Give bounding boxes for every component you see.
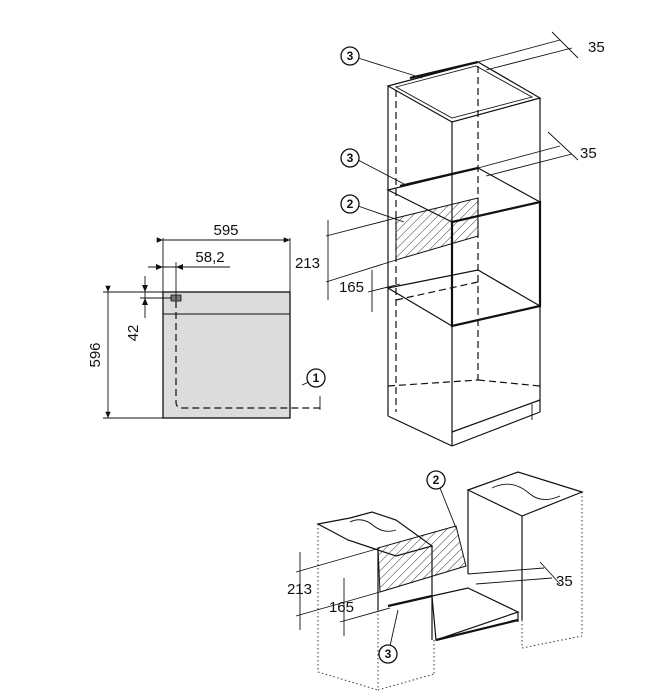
callout-3-mid-circle bbox=[340, 148, 360, 168]
niche-opening-hatch bbox=[395, 197, 479, 261]
base-rear-ext-2 bbox=[475, 577, 553, 585]
lower-shelf bbox=[386, 269, 542, 327]
callout-3-mid-leader bbox=[357, 159, 405, 185]
callout-3-top-circle bbox=[340, 46, 360, 66]
right-worktop bbox=[466, 471, 584, 517]
callout-3-mid-label: 3 bbox=[347, 151, 354, 165]
base-ext bbox=[367, 283, 401, 293]
height-label: 596 bbox=[87, 342, 104, 367]
base-rear-dimension-line bbox=[539, 561, 561, 585]
base-rear-ext-1 bbox=[467, 567, 545, 575]
base-opening-ext-bottom bbox=[295, 591, 381, 617]
top-gap-ext-2 bbox=[485, 47, 573, 71]
left-cabinet-bottom-right bbox=[377, 673, 435, 691]
opening-ext-bottom bbox=[325, 259, 397, 283]
base-label: 165 bbox=[339, 279, 364, 296]
tall-cabinet-top bbox=[386, 61, 542, 123]
base-base-label: 165 bbox=[329, 599, 354, 616]
callout-1-circle bbox=[306, 368, 326, 388]
base-vent-slot bbox=[387, 594, 433, 608]
base-callout-3-leader bbox=[389, 609, 399, 647]
callout-3-top-leader bbox=[357, 57, 423, 79]
base-callout-3-label: 3 bbox=[385, 647, 392, 661]
callout-3-top-label: 3 bbox=[347, 49, 354, 63]
lower-shelf-hidden bbox=[395, 281, 479, 301]
callout-2-circle bbox=[340, 194, 360, 214]
opening-ext-top bbox=[325, 217, 397, 237]
base-cabinets: 213 165 35 2 3 bbox=[287, 470, 584, 691]
callout-2-leader bbox=[357, 205, 405, 223]
tall-hidden-bottom-right bbox=[477, 379, 541, 387]
tall-bottom-right bbox=[451, 411, 541, 447]
inset-label: 42 bbox=[125, 325, 142, 342]
base-niche-hatch bbox=[377, 525, 467, 593]
tall-cabinet-top-inner bbox=[394, 65, 534, 119]
top-gap-label: 35 bbox=[588, 39, 605, 56]
oven-front-view: 595 58,2 596 42 1 bbox=[87, 222, 326, 419]
inset-arrow-top bbox=[142, 285, 148, 292]
top-gap-ext-1 bbox=[477, 39, 561, 63]
base-callout-2-circle bbox=[426, 470, 446, 490]
base-callout-2-leader bbox=[439, 487, 457, 529]
base-base-ext bbox=[339, 607, 391, 623]
shelf-gap-ext-1 bbox=[477, 145, 561, 169]
base-opening-ext-top bbox=[295, 547, 381, 573]
offset-arrow-left bbox=[156, 264, 163, 270]
opening-label: 213 bbox=[295, 255, 320, 272]
offset-label: 58,2 bbox=[195, 249, 224, 266]
tall-plinth-line bbox=[451, 399, 541, 433]
base-callout-2-label: 2 bbox=[433, 473, 440, 487]
upper-vent-slot bbox=[399, 166, 479, 188]
niche-front-lip bbox=[435, 618, 519, 642]
inset-arrow-bottom bbox=[142, 298, 148, 305]
base-rear-label: 35 bbox=[556, 573, 573, 590]
tall-bottom-left bbox=[387, 415, 453, 447]
tall-hidden-bottom bbox=[387, 379, 479, 387]
oven-front-panel bbox=[162, 291, 291, 419]
right-block-bottom bbox=[521, 635, 583, 649]
callout-1-label: 1 bbox=[313, 371, 320, 385]
right-worktop-cutout bbox=[491, 483, 561, 500]
left-worktop-cutout bbox=[349, 519, 397, 532]
base-opening-label: 213 bbox=[287, 581, 312, 598]
base-callout-3-circle bbox=[378, 644, 398, 664]
power-cable-route bbox=[175, 301, 320, 409]
callout-2-label: 2 bbox=[347, 197, 354, 211]
left-cabinet-bottom bbox=[317, 671, 379, 691]
offset-arrow-right bbox=[176, 264, 183, 270]
top-vent-slot bbox=[409, 60, 479, 80]
tall-cabinet: 35 35 213 165 3 3 2 bbox=[295, 31, 605, 447]
width-label: 595 bbox=[213, 222, 238, 239]
shelf-gap-label: 35 bbox=[580, 145, 597, 162]
shelf-gap-ext-2 bbox=[485, 153, 573, 177]
niche-base-tray bbox=[431, 587, 520, 641]
top-gap-dimension-line bbox=[551, 31, 579, 59]
shelf-gap-dimension-line bbox=[547, 131, 579, 161]
